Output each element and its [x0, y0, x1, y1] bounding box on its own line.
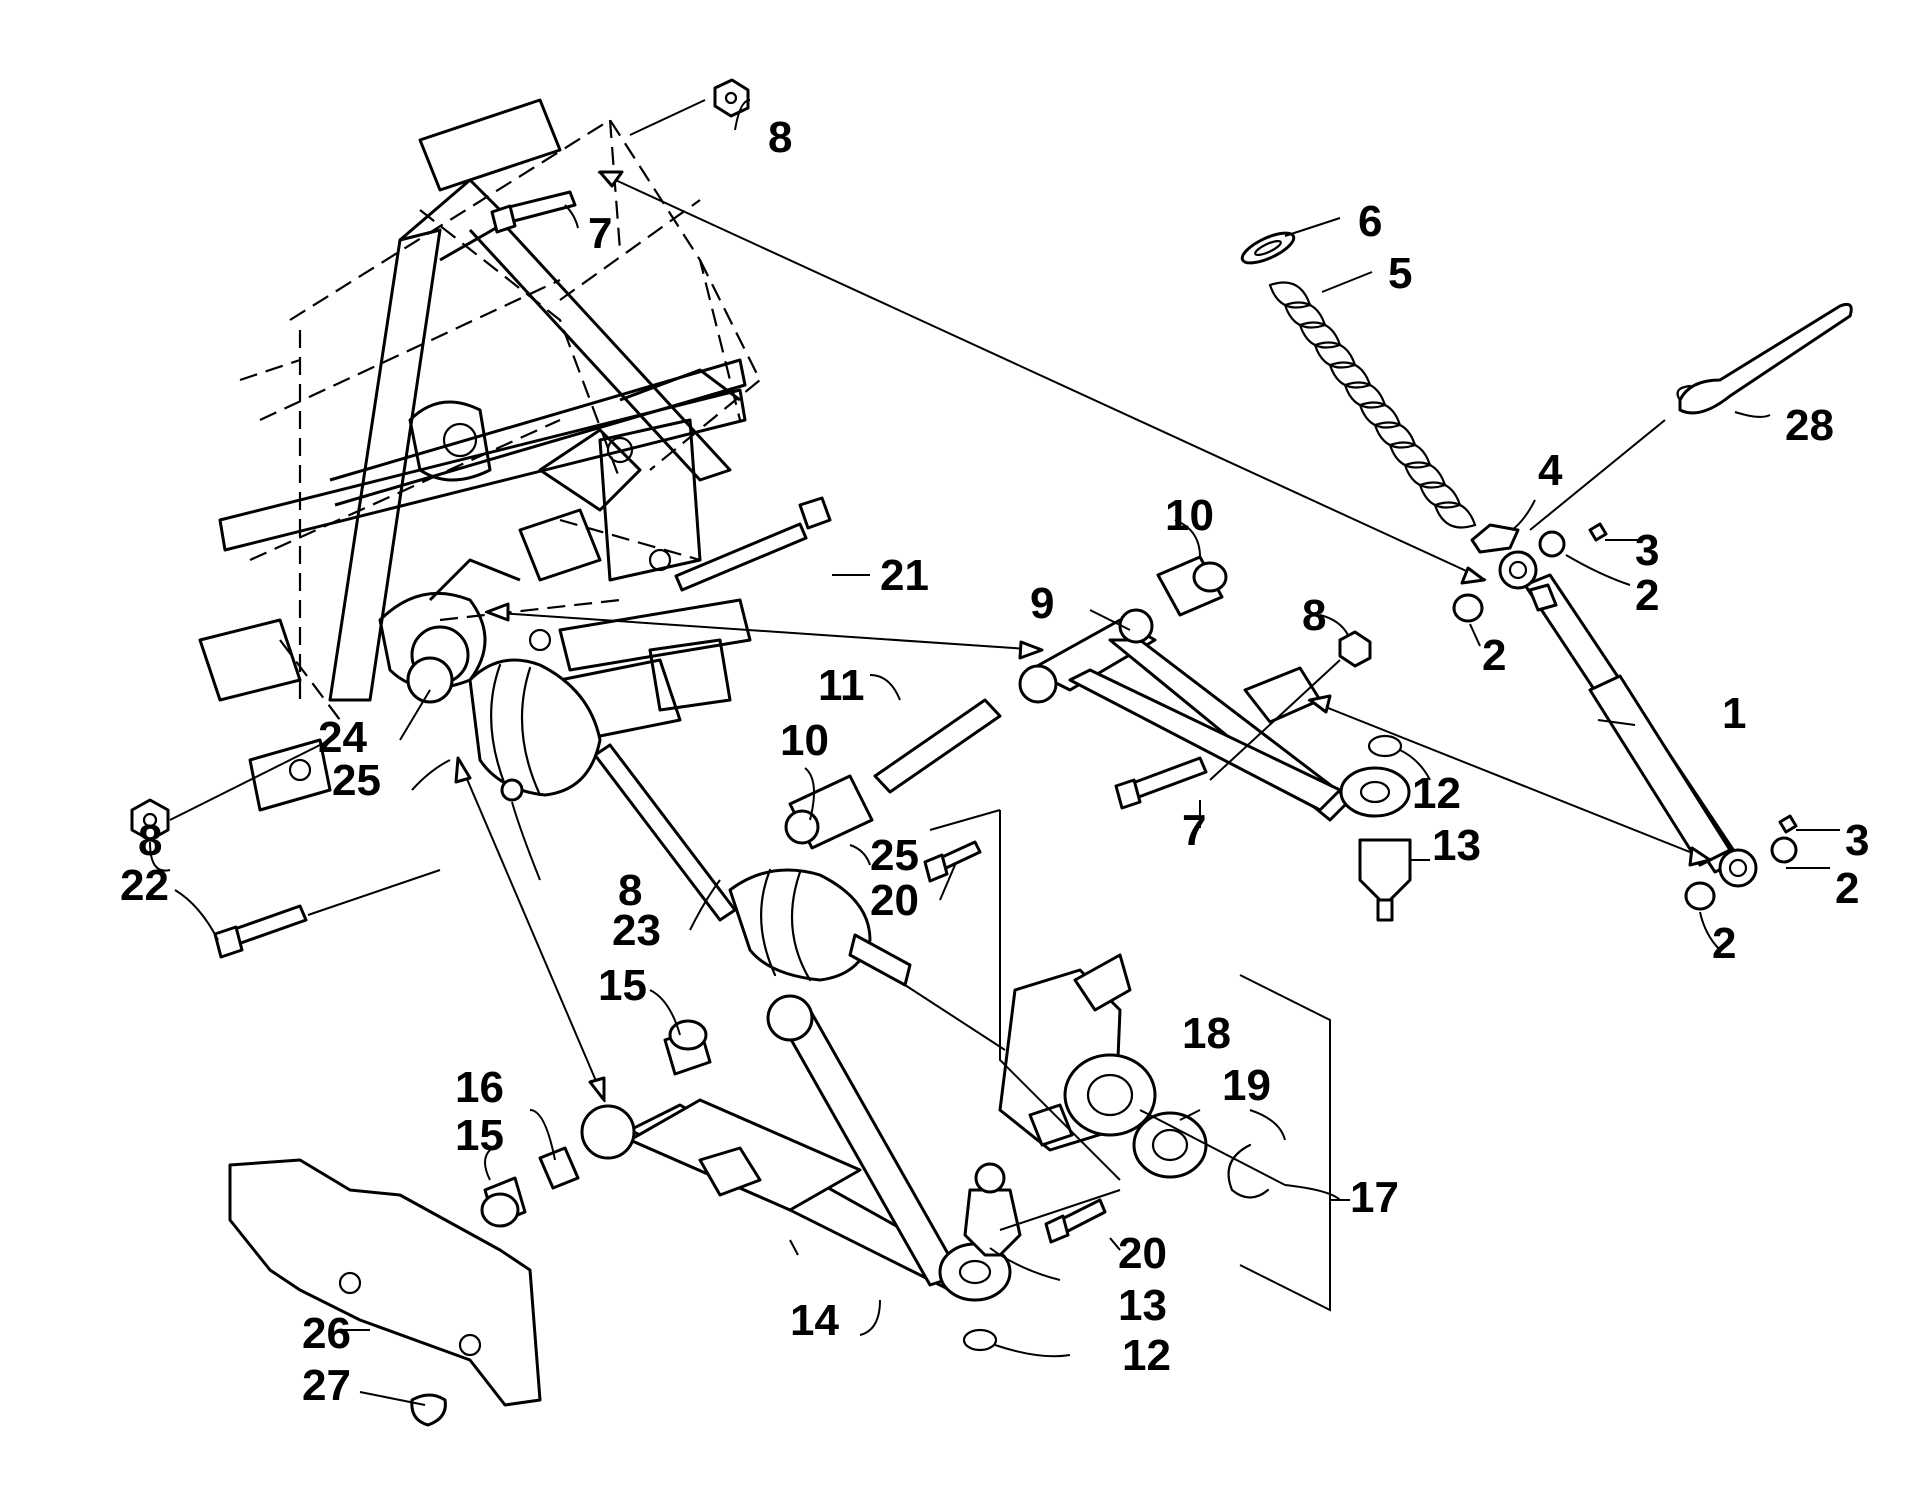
- leader-lines: [149, 99, 1840, 1406]
- steering-knuckle-17: [998, 953, 1157, 1152]
- retainer-4: [1470, 523, 1520, 554]
- callout-labels: 8 7 6 5 28 4 3 2 2 21 10 9 8 11 10 1 12 …: [120, 113, 1869, 1410]
- screw-3-bottom: [1778, 814, 1798, 834]
- callout-25: 25: [870, 831, 919, 880]
- bushing-15-upper: [663, 1019, 712, 1076]
- bolt-22: [213, 904, 308, 959]
- callout-21: 21: [880, 551, 929, 600]
- bushing-15-lower: [480, 1176, 527, 1228]
- callout-15: 15: [598, 961, 647, 1010]
- callout-8: 8: [618, 866, 642, 915]
- callout-16: 16: [455, 1063, 504, 1112]
- bushing-2-top-left: [1452, 593, 1484, 623]
- screw-27: [410, 1393, 447, 1427]
- callout-5: 5: [1388, 249, 1412, 298]
- callout-18: 18: [1182, 1009, 1231, 1058]
- callout-23: 23: [612, 906, 661, 955]
- callout-20: 20: [1118, 1229, 1167, 1278]
- bushing-10-upper: [1156, 555, 1228, 617]
- callout-1: 1: [1722, 689, 1746, 738]
- callout-10: 10: [780, 716, 829, 765]
- callout-27: 27: [302, 1361, 351, 1410]
- bushing-2-bottom-left: [1684, 881, 1716, 911]
- callout-13: 13: [1432, 821, 1481, 870]
- callout-2: 2: [1835, 864, 1859, 913]
- callout-6: 6: [1358, 197, 1382, 246]
- callout-4: 4: [1538, 446, 1563, 495]
- callout-20: 20: [870, 876, 919, 925]
- assembly-bracket-17: [929, 809, 1350, 1312]
- washer-8-mid: [500, 778, 524, 802]
- pivot-tube-11: [873, 698, 1002, 794]
- callout-7: 7: [588, 209, 612, 258]
- callout-22: 22: [120, 861, 169, 910]
- callout-26: 26: [302, 1309, 351, 1358]
- ball-joint-13-lower: [963, 1162, 1022, 1257]
- callout-9: 9: [1030, 579, 1054, 628]
- bolt-7-upper-arm: [1114, 756, 1208, 810]
- callout-3: 3: [1845, 816, 1869, 865]
- long-bolt-21: [674, 496, 832, 592]
- nut-8-top: [713, 78, 750, 118]
- spring-seat-6: [1240, 231, 1296, 265]
- inner-stub-24: [406, 656, 454, 704]
- callout-24: 24: [318, 713, 367, 762]
- screw-3-top: [1588, 522, 1608, 542]
- alignment-lines: [169, 99, 1712, 1231]
- callout-14: 14: [790, 1296, 839, 1345]
- wheel-bearing-18: [1132, 1111, 1208, 1179]
- bushing-2-top-right: [1538, 530, 1566, 558]
- callout-3: 3: [1635, 526, 1659, 575]
- upper-bolt-7: [490, 190, 577, 234]
- callout-8: 8: [1302, 591, 1326, 640]
- callout-25: 25: [332, 756, 381, 805]
- nut-8-upper-arm: [1338, 630, 1372, 668]
- drive-axle-23: [468, 658, 912, 987]
- callout-12: 12: [1412, 769, 1461, 818]
- bolt-20-upper: [923, 840, 982, 883]
- callout-2: 2: [1712, 919, 1736, 968]
- callout-7: 7: [1182, 806, 1206, 855]
- callout-28: 28: [1785, 401, 1834, 450]
- lower-a-arm-14: [580, 994, 1012, 1302]
- callout-11: 11: [818, 661, 865, 710]
- bushing-2-bottom-right: [1770, 836, 1798, 864]
- callout-8: 8: [138, 816, 162, 865]
- callout-17: 17: [1350, 1173, 1399, 1222]
- callout-10: 10: [1165, 491, 1214, 540]
- callout-13: 13: [1118, 1281, 1167, 1330]
- nut-8-left: [130, 798, 170, 842]
- shock-absorber-1: [1498, 550, 1758, 888]
- retaining-ring-19: [1227, 1143, 1270, 1199]
- ball-joint-13-upper: [1358, 838, 1412, 922]
- callout-15: 15: [455, 1111, 504, 1160]
- upper-a-arm-9: [1018, 608, 1411, 822]
- callout-12: 12: [1122, 1331, 1171, 1380]
- callout-2: 2: [1635, 571, 1659, 620]
- circlip-12-upper: [1367, 734, 1403, 758]
- spanner-wrench-28: [1676, 302, 1853, 415]
- bolt-20-lower: [1044, 1198, 1107, 1244]
- callout-19: 19: [1222, 1061, 1271, 1110]
- circlip-12-lower: [962, 1328, 998, 1352]
- callout-8: 8: [768, 113, 792, 162]
- callout-2: 2: [1482, 631, 1506, 680]
- sleeve-16: [538, 1146, 580, 1190]
- coil-spring-5: [1268, 281, 1477, 529]
- skid-plate-26: [228, 1158, 542, 1407]
- bushing-10-lower: [784, 774, 874, 850]
